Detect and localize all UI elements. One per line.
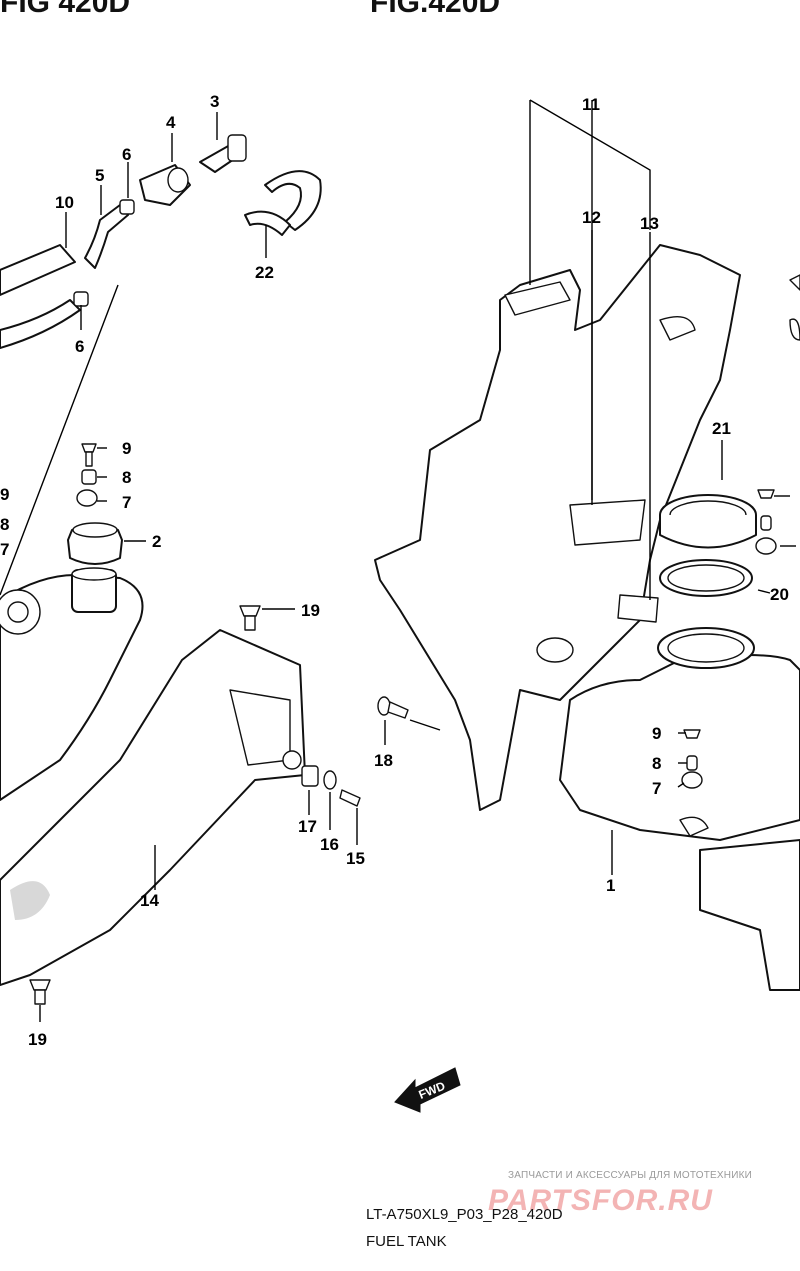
callout-16: 16 <box>320 835 339 854</box>
right-fasteners-upper <box>755 489 777 555</box>
callout-6-bottom: 6 <box>75 337 84 356</box>
watermark-brand: PARTSFOR.RU <box>488 1184 713 1217</box>
side-cover <box>0 629 306 986</box>
callout-numbers: 3 4 6 5 10 6 22 9 8 7 9 8 7 2 19 14 19 1… <box>0 92 789 1049</box>
diagram-title: FUEL TANK <box>366 1233 447 1250</box>
fuel-tank-left <box>0 567 144 801</box>
header-fig-left: FIG 420D <box>0 0 131 19</box>
callout-7-edge: 7 <box>0 540 9 559</box>
callout-4: 4 <box>166 113 176 132</box>
fuel-pump-seal <box>659 559 753 597</box>
callout-9-right: 9 <box>652 724 661 743</box>
callout-18: 18 <box>374 751 393 770</box>
callout-11: 11 <box>582 95 600 114</box>
bolt-18 <box>377 696 409 719</box>
callout-17: 17 <box>298 817 317 836</box>
diagram-code: LT-A750XL9_P03_P28_420D <box>366 1206 563 1223</box>
collar-washer-screw <box>301 765 361 807</box>
callout-19-upper: 19 <box>301 601 320 620</box>
callout-7-right: 7 <box>652 779 661 798</box>
right-fasteners-lower <box>681 729 703 789</box>
callout-2: 2 <box>152 532 161 551</box>
callout-9-left: 9 <box>122 439 131 458</box>
fuel-tank-guard <box>374 244 741 811</box>
callout-5: 5 <box>95 166 104 185</box>
callout-1: 1 <box>606 876 615 895</box>
callout-8-left: 8 <box>122 468 131 487</box>
retainer-ring <box>659 494 757 549</box>
callout-8-right: 8 <box>652 754 661 773</box>
leader-lines <box>39 99 796 1022</box>
callout-6-top: 6 <box>122 145 131 164</box>
callout-9-edge: 9 <box>0 485 9 504</box>
clip-19-lower <box>29 979 51 1005</box>
fuel-cap <box>67 522 123 565</box>
callout-8-edge: 8 <box>0 515 9 534</box>
callout-22: 22 <box>255 263 274 282</box>
lower-bracket <box>699 839 800 991</box>
callout-13: 13 <box>640 214 659 233</box>
header-fig-right: FIG.420D <box>370 0 501 19</box>
fuel-tank-right <box>559 627 800 841</box>
callout-12: 12 <box>582 208 601 227</box>
callout-3: 3 <box>210 92 219 111</box>
clip-19-upper <box>239 605 261 631</box>
callout-15: 15 <box>346 849 365 868</box>
callout-14: 14 <box>140 891 159 910</box>
left-fasteners <box>76 443 98 507</box>
fwd-arrow: FWD <box>394 1067 461 1113</box>
callout-19-lower: 19 <box>28 1030 47 1049</box>
callout-20: 20 <box>770 585 789 604</box>
callout-10: 10 <box>55 193 74 212</box>
breather-hose-assembly <box>0 134 322 349</box>
callout-21: 21 <box>712 419 731 438</box>
callout-7-left: 7 <box>122 493 131 512</box>
watermark-text: ЗАПЧАСТИ И АКСЕССУАРЫ ДЛЯ МОТОТЕХНИКИ <box>508 1170 753 1181</box>
